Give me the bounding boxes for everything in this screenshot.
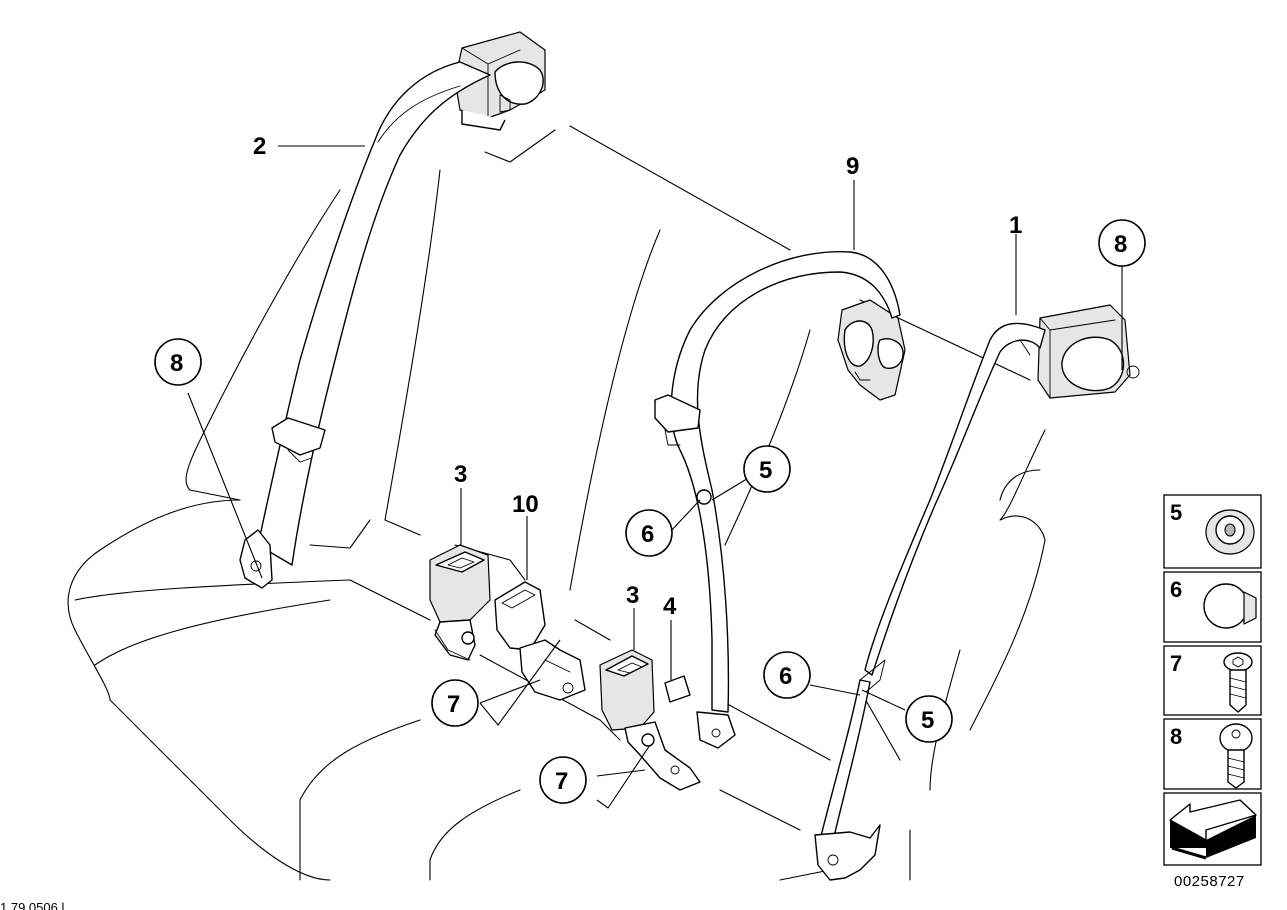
parts-legend: 5 6 7 8 [1163,494,1262,866]
forward-arrow-icon [1169,799,1257,860]
hex-socket-bolt-icon [1223,652,1253,713]
document-number: 00258727 [1174,873,1245,890]
callout-6-upper: 6 [641,521,654,548]
buckle-center-left [494,581,586,701]
center-seat-belt [654,250,906,749]
left-outer-seat-belt [239,31,546,589]
corner-reference: 1 79 0506 l [0,900,64,910]
legend-number-5: 5 [1170,500,1182,525]
callout-5-lower: 5 [921,707,934,734]
callout-7-lower: 7 [555,768,568,795]
callout-2: 2 [253,133,266,160]
callout-4: 4 [663,593,677,620]
callout-10: 10 [512,491,539,518]
callout-1: 1 [1009,212,1022,239]
callout-3-left: 3 [454,461,467,488]
right-outer-seat-belt [814,304,1140,881]
torx-bolt-icon [1219,723,1253,789]
legend-number-7: 7 [1170,651,1182,676]
callout-7-left: 7 [447,691,460,718]
legend-number-6: 6 [1170,577,1182,602]
legend-number-8: 8 [1170,724,1182,749]
buckle-center-right [599,649,701,791]
callout-9: 9 [846,153,859,180]
callout-3-center: 3 [626,582,639,609]
callout-labels: 2 8 3 10 7 7 3 4 6 5 9 1 8 6 5 [154,133,1146,804]
part-4-pad [664,675,691,703]
callout-leaders [187,145,1123,809]
buckle-left [429,544,491,661]
callout-8-right: 8 [1114,231,1127,258]
cover-cap-icon [1203,583,1257,629]
callout-5-upper: 5 [759,457,772,484]
cap-nut-icon [1205,509,1255,555]
callout-6-lower: 6 [779,663,792,690]
callout-8-left: 8 [170,350,183,377]
